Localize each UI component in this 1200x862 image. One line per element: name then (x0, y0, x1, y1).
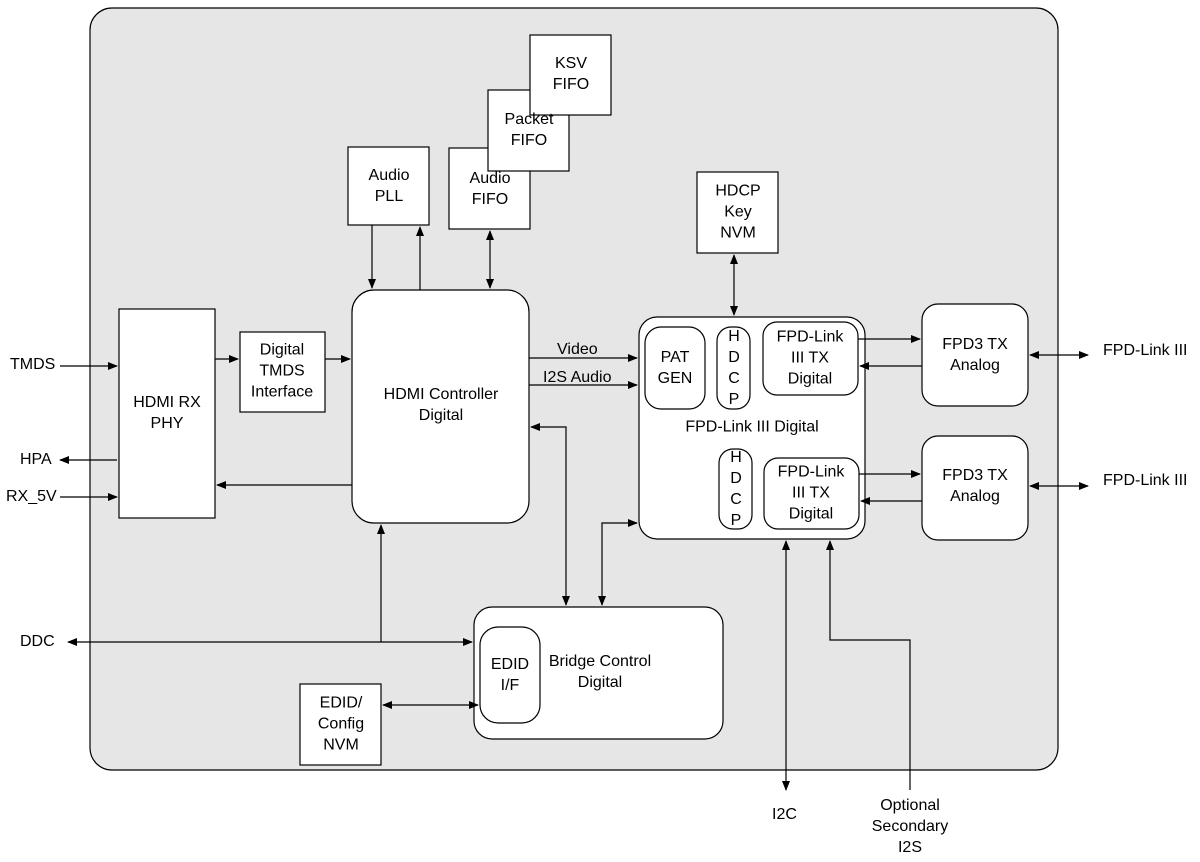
audio-fifo-label: Audio FIFO (469, 170, 511, 208)
hdcp-1-block (716, 326, 751, 410)
edid-if-label: EDID I/F (490, 656, 530, 694)
bridge-fpd-wire (598, 519, 638, 606)
fpd-tx-1-label: FPD-Link III TX Digital (776, 328, 844, 388)
fpd-tx-1-block (762, 321, 859, 396)
ksv-fifo-label: KSV FIFO (552, 55, 590, 93)
fpd-digital-label: FPD-Link III Digital (685, 418, 819, 436)
packet-fifo-label: Packet FIFO (504, 111, 554, 149)
fpd3-analog-2-label: FPD3 TX Analog (942, 467, 1008, 505)
i2c-pin-label: I2C (772, 806, 797, 823)
hdcp-key-nvm-label: HDCP Key NVM (715, 182, 761, 242)
fpd3-analog-1-label: FPD3 TX Analog (942, 336, 1008, 374)
pat-gen-block (644, 326, 706, 410)
hdmi-controller-block (351, 289, 530, 524)
digital-tmds-label: Digital TMDS Interface (250, 341, 314, 401)
edid-nvm-label: EDID/ Config NVM (317, 694, 365, 754)
digital-tmds-block (239, 331, 326, 413)
edid-nvm-block (299, 683, 382, 766)
chip-boundary (89, 7, 1059, 771)
i2s-audio-signal-label: I2S Audio (543, 369, 612, 386)
fpd3-analog-1-block (921, 303, 1029, 407)
hdcp-key-nvm-block (696, 171, 779, 254)
fpd-link-2-pin-label: FPD-Link III (1103, 472, 1188, 489)
ddc-pin-label: DDC (20, 633, 55, 650)
audio-pll-block (347, 146, 430, 226)
audio-pll-label: Audio PLL (368, 167, 410, 205)
edid-if-block (479, 626, 541, 724)
fpd3-analog-2-block (921, 435, 1029, 541)
fpd-tx-2-block (763, 457, 860, 530)
fpd-link-1-pin-label: FPD-Link III (1103, 342, 1188, 359)
ksv-fifo-block (529, 34, 612, 116)
hdcp-2-block (718, 448, 753, 530)
hdmi-rx-phy-label: HDMI RX PHY (133, 394, 201, 432)
i2s-secondary-wire (826, 540, 911, 790)
pat-gen-label: PAT GEN (657, 349, 693, 387)
fpd-tx-2-label: FPD-Link III TX Digital (777, 463, 845, 523)
rx5v-pin-label: RX_5V (6, 488, 57, 505)
controller-bridge-wire (530, 423, 570, 606)
hdmi-rx-phy-block (118, 308, 216, 519)
tmds-pin-label: TMDS (10, 356, 56, 373)
optional-i2s-pin-label: Optional Secondary I2S (871, 797, 949, 856)
hdmi-controller-label: HDMI Controller Digital (383, 386, 499, 424)
bridge-control-label: Bridge Control Digital (548, 653, 652, 691)
hpa-pin-label: HPA (20, 451, 52, 468)
video-signal-label: Video (557, 341, 598, 358)
hdcp-2-label: H D C P (730, 449, 742, 529)
hdcp-1-label: H D C P (728, 328, 740, 408)
